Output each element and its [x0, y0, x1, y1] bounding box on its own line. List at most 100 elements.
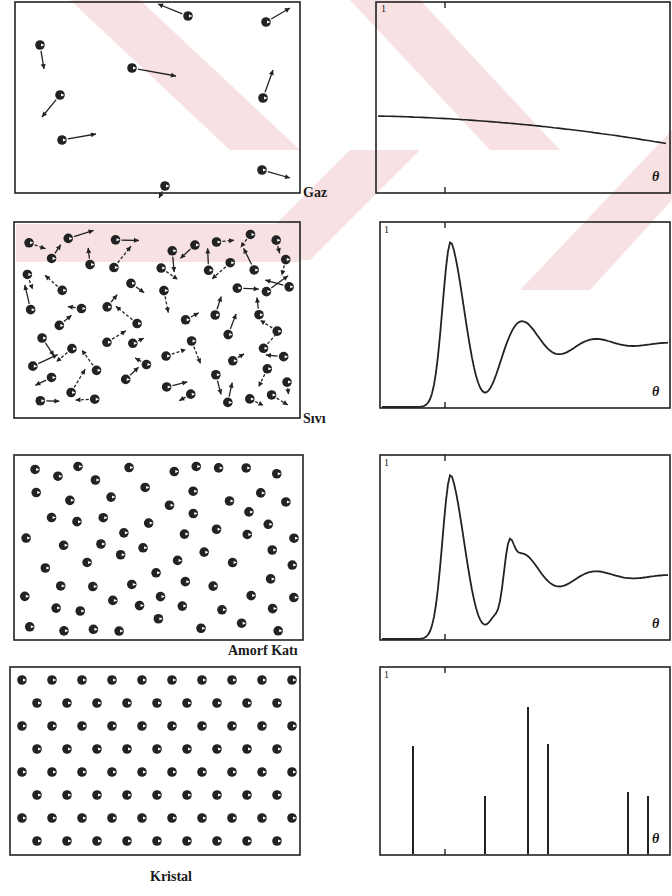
particle — [228, 356, 238, 366]
particle — [17, 813, 27, 823]
particle-notch — [247, 466, 251, 469]
amorphous-curve — [382, 475, 668, 639]
particle — [182, 744, 192, 754]
particle — [197, 767, 207, 777]
particle-notch — [143, 771, 147, 774]
arrow-head — [269, 70, 274, 76]
particle — [51, 603, 61, 613]
particle — [47, 373, 57, 383]
particle — [47, 513, 57, 523]
particle — [272, 744, 282, 754]
arrow-head — [229, 238, 234, 243]
particle — [107, 813, 117, 823]
state-label: Sıvı — [303, 412, 326, 426]
particle — [156, 263, 166, 273]
particle — [279, 352, 289, 362]
particle — [128, 339, 138, 349]
axis-value: 1 — [384, 458, 389, 468]
velocity-arrow — [265, 70, 273, 92]
particle-notch — [143, 817, 147, 820]
arrow-head — [126, 246, 131, 251]
particle — [32, 790, 42, 800]
particle — [57, 286, 67, 296]
arrow-head — [239, 354, 245, 359]
velocity-arrow — [230, 314, 236, 329]
particle — [127, 580, 137, 590]
particle-notch — [94, 585, 98, 588]
arrow-head — [171, 73, 176, 78]
particle — [241, 463, 251, 473]
particle-notch — [127, 378, 131, 381]
particle-notch — [98, 369, 102, 372]
particle-notch — [290, 285, 294, 288]
particle-notch — [23, 771, 27, 774]
arrow-head — [254, 286, 259, 291]
particle — [242, 530, 252, 540]
velocity-arrow — [217, 297, 221, 310]
particle-notch — [234, 359, 238, 362]
arrow-head — [82, 350, 87, 356]
particle-notch — [113, 725, 117, 728]
particle — [114, 626, 124, 636]
velocity-arrow — [166, 271, 178, 279]
particle — [73, 462, 83, 472]
velocity-arrow — [130, 367, 138, 375]
particle — [41, 563, 51, 573]
particle — [182, 790, 192, 800]
particle — [242, 790, 252, 800]
particle — [62, 744, 72, 754]
particle-notch — [41, 399, 45, 402]
particle-notch — [223, 608, 227, 611]
particle — [152, 698, 162, 708]
particle-notch — [214, 585, 218, 588]
arrow-head — [56, 245, 61, 251]
particle-notch — [158, 702, 162, 705]
particle-notch — [293, 679, 297, 682]
particle — [66, 388, 76, 398]
particle-notch — [251, 397, 255, 400]
particle — [17, 675, 27, 685]
particle — [257, 675, 267, 685]
particle-notch — [203, 771, 207, 774]
particle-notch — [36, 468, 40, 471]
particle — [92, 366, 102, 376]
axis-label: θ — [652, 832, 659, 846]
diffraction-peak — [484, 796, 486, 854]
arrow-head — [217, 297, 222, 303]
velocity-arrow — [55, 245, 61, 254]
particle-notch — [233, 725, 237, 728]
axis-label: θ — [652, 385, 659, 399]
watermark — [16, 0, 672, 290]
particle — [57, 135, 67, 145]
arrow-head — [258, 401, 264, 406]
particle-notch — [128, 794, 132, 797]
arrow-head — [285, 389, 290, 394]
particle — [272, 698, 282, 708]
particle — [256, 488, 266, 498]
particle-notch — [78, 520, 82, 523]
particle-notch — [192, 393, 196, 396]
particle — [127, 63, 137, 73]
particle-notch — [187, 318, 191, 321]
particle — [258, 93, 268, 103]
particle — [191, 462, 201, 472]
particle-notch — [293, 564, 297, 567]
arrow-head — [241, 242, 246, 247]
particle — [159, 286, 169, 296]
particle-notch — [285, 355, 289, 358]
velocity-arrow — [259, 374, 265, 387]
particle — [77, 675, 87, 685]
velocity-arrow — [238, 354, 244, 358]
particle-notch — [98, 840, 102, 843]
particle — [210, 310, 220, 320]
arrow-head — [29, 284, 34, 290]
particle — [227, 813, 237, 823]
particle — [212, 790, 222, 800]
particle — [287, 560, 297, 570]
particle — [35, 40, 45, 50]
arrow-head — [66, 315, 71, 320]
particle-notch — [173, 679, 177, 682]
arrow-head — [172, 275, 178, 280]
particle — [272, 790, 282, 800]
particle-notch — [293, 725, 297, 728]
